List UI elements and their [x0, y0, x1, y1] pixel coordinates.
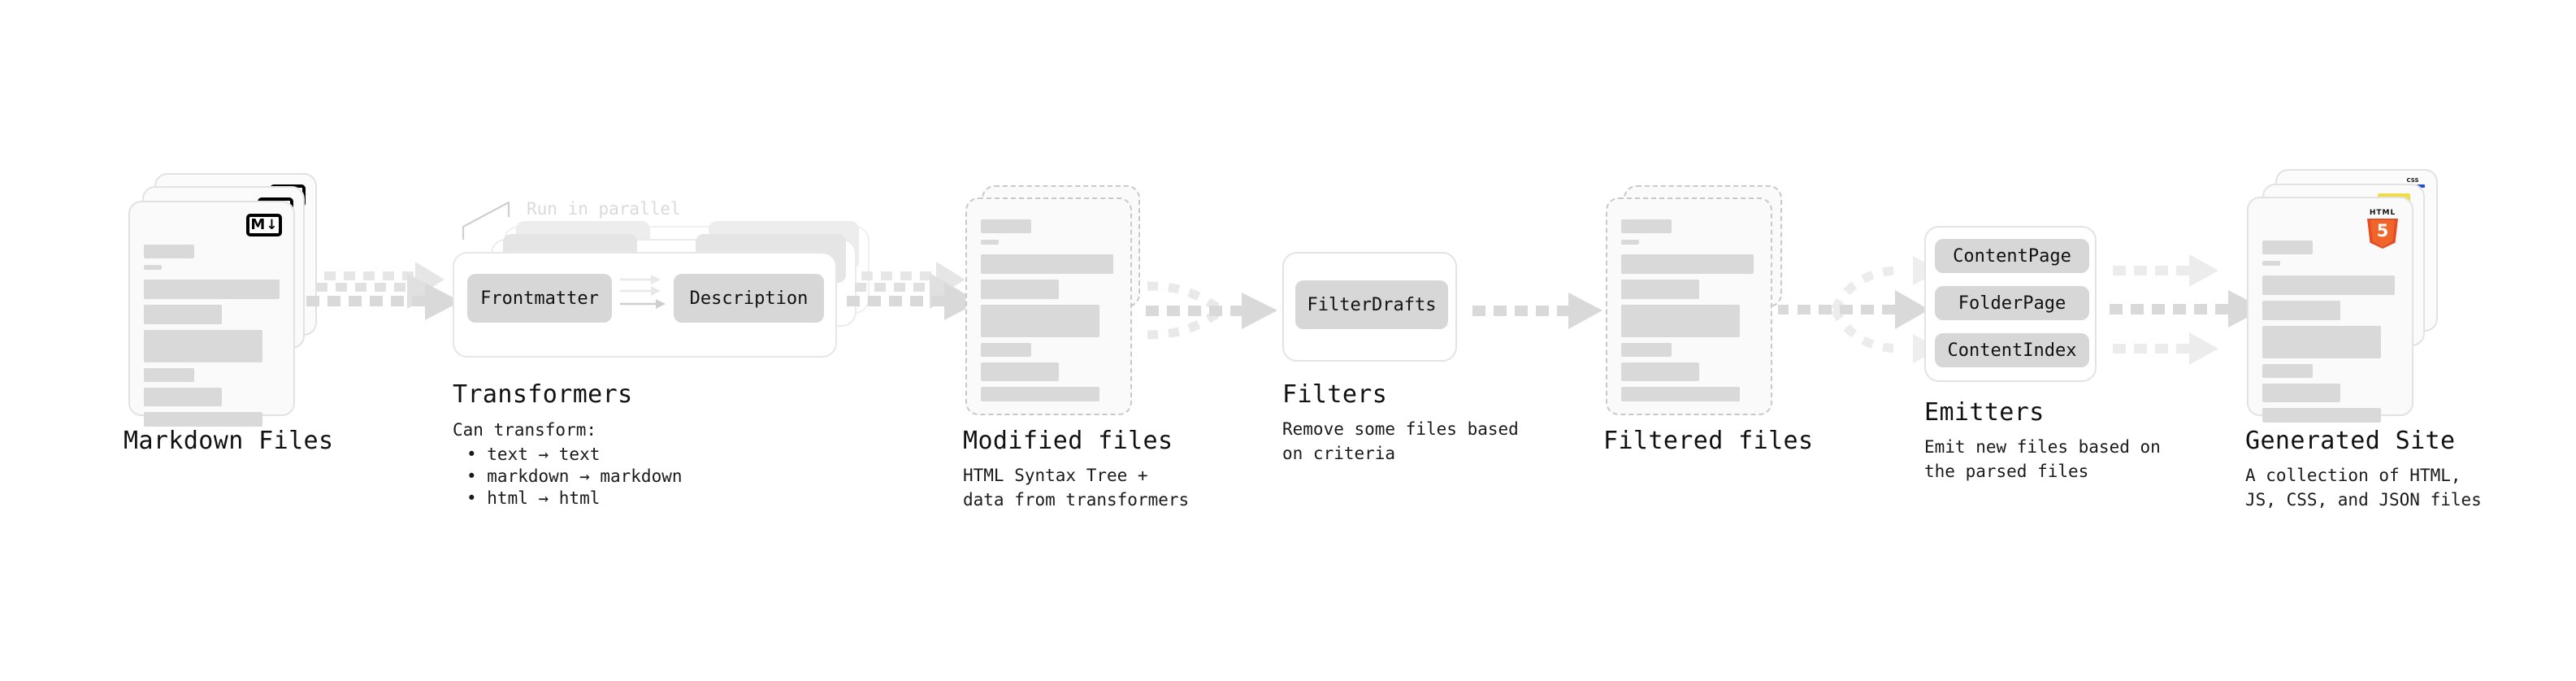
emitter-chip-folderpage[interactable]: FolderPage: [1935, 286, 2089, 320]
skeleton-bar: [981, 280, 1059, 299]
skeleton-bar: [1621, 387, 1740, 401]
filtered-document-card-front: [1606, 197, 1772, 415]
transformers-bullet-text: • text → text: [466, 445, 601, 464]
skeleton-bar: [144, 245, 194, 258]
emitters-panel: ContentPage FolderPage ContentIndex: [1924, 226, 2097, 382]
skeleton-bar: [981, 219, 1031, 233]
skeleton-bar: [2262, 408, 2381, 423]
skeleton-bar: [1621, 305, 1740, 337]
skeleton-bar: [1621, 254, 1754, 274]
run-in-parallel-bracket-icon: [462, 201, 510, 240]
emitters-subtitle: Emit new files based on the parsed files: [1924, 437, 2161, 481]
skeleton-bar: [2262, 384, 2340, 402]
arrow-filtered-to-emitters: [1778, 232, 1941, 381]
document-skeleton: [981, 219, 1117, 408]
skeleton-bar: [1621, 362, 1699, 381]
skeleton-bar: [144, 305, 222, 324]
markdown-badge-letter: M: [250, 216, 266, 233]
document-skeleton: [2262, 241, 2398, 429]
site-document-card-front: HTML 5: [2247, 197, 2413, 423]
transformers-panel-front: Frontmatter Description: [453, 252, 837, 358]
skeleton-bar: [981, 305, 1099, 337]
document-skeleton: [1621, 219, 1757, 408]
skeleton-bar: [2262, 326, 2381, 358]
skeleton-bar: [2262, 301, 2340, 320]
skeleton-bar: [2262, 241, 2313, 254]
skeleton-bar: [981, 387, 1099, 401]
filters-subtitle: Remove some files based on criteria: [1282, 419, 1519, 463]
arrow-emitters-to-site: [2110, 232, 2272, 381]
skeleton-bar: [144, 412, 262, 427]
skeleton-bar: [1621, 343, 1672, 357]
skeleton-bar: [144, 265, 162, 270]
html5-badge-wordmark: HTML: [2369, 209, 2396, 217]
arrow-markdown-to-transformers: [305, 262, 461, 361]
skeleton-bar: [2262, 364, 2313, 378]
skeleton-bar: [144, 330, 262, 362]
skeleton-bar: [1621, 280, 1699, 299]
skeleton-bar: [2262, 261, 2280, 266]
arrow-filters-to-filtered: [1472, 288, 1602, 340]
filter-chip-filterdrafts[interactable]: FilterDrafts: [1295, 280, 1448, 329]
html5-badge: HTML 5: [2365, 210, 2400, 249]
stage-title-modified-files: Modified files: [963, 427, 1173, 455]
skeleton-bar: [144, 388, 222, 406]
html5-badge-number: 5: [2376, 221, 2389, 241]
modified-document-card-front: [965, 197, 1132, 415]
transformers-subtitle: Can transform:: [453, 420, 597, 440]
css3-badge-label: CSS: [2406, 177, 2419, 184]
transformer-internal-arrows-icon: [620, 275, 666, 309]
stage-title-markdown-files: Markdown Files: [124, 427, 334, 455]
emitter-chip-contentindex[interactable]: ContentIndex: [1935, 333, 2089, 367]
markdown-badge-front: M ↓: [246, 214, 282, 236]
skeleton-bar: [144, 280, 280, 299]
skeleton-bar: [2262, 275, 2395, 295]
markdown-badge-arrow-icon: ↓: [266, 216, 278, 233]
stage-title-filtered-files: Filtered files: [1603, 427, 1814, 455]
skeleton-bar: [144, 368, 194, 382]
skeleton-bar: [1621, 219, 1672, 233]
stage-title-generated-site: Generated Site: [2245, 427, 2456, 455]
run-in-parallel-label: Run in parallel: [527, 199, 681, 219]
skeleton-bar: [981, 240, 999, 245]
generated-site-subtitle: A collection of HTML, JS, CSS, and JSON …: [2245, 466, 2482, 510]
transformer-chip-description[interactable]: Description: [674, 274, 824, 323]
stage-title-emitters: Emitters: [1924, 398, 2045, 427]
document-skeleton: [144, 245, 280, 433]
filters-panel: FilterDrafts: [1282, 252, 1457, 362]
skeleton-bar: [981, 362, 1059, 381]
stage-title-filters: Filters: [1282, 380, 1388, 409]
emitter-chip-contentpage[interactable]: ContentPage: [1935, 239, 2089, 273]
skeleton-bar: [981, 254, 1113, 274]
arrow-modified-to-filters: [1138, 260, 1284, 377]
transformers-bullet-markdown: • markdown → markdown: [466, 466, 683, 486]
transformer-chip-frontmatter[interactable]: Frontmatter: [467, 274, 612, 323]
stage-title-transformers: Transformers: [453, 380, 633, 409]
skeleton-bar: [1621, 240, 1639, 245]
transformers-bullet-html: • html → html: [466, 488, 601, 508]
arrow-transformers-to-modified: [845, 262, 983, 361]
markdown-document-card-front: M ↓: [128, 201, 295, 427]
skeleton-bar: [981, 343, 1031, 357]
modified-files-subtitle: HTML Syntax Tree + data from transformer…: [963, 466, 1190, 510]
